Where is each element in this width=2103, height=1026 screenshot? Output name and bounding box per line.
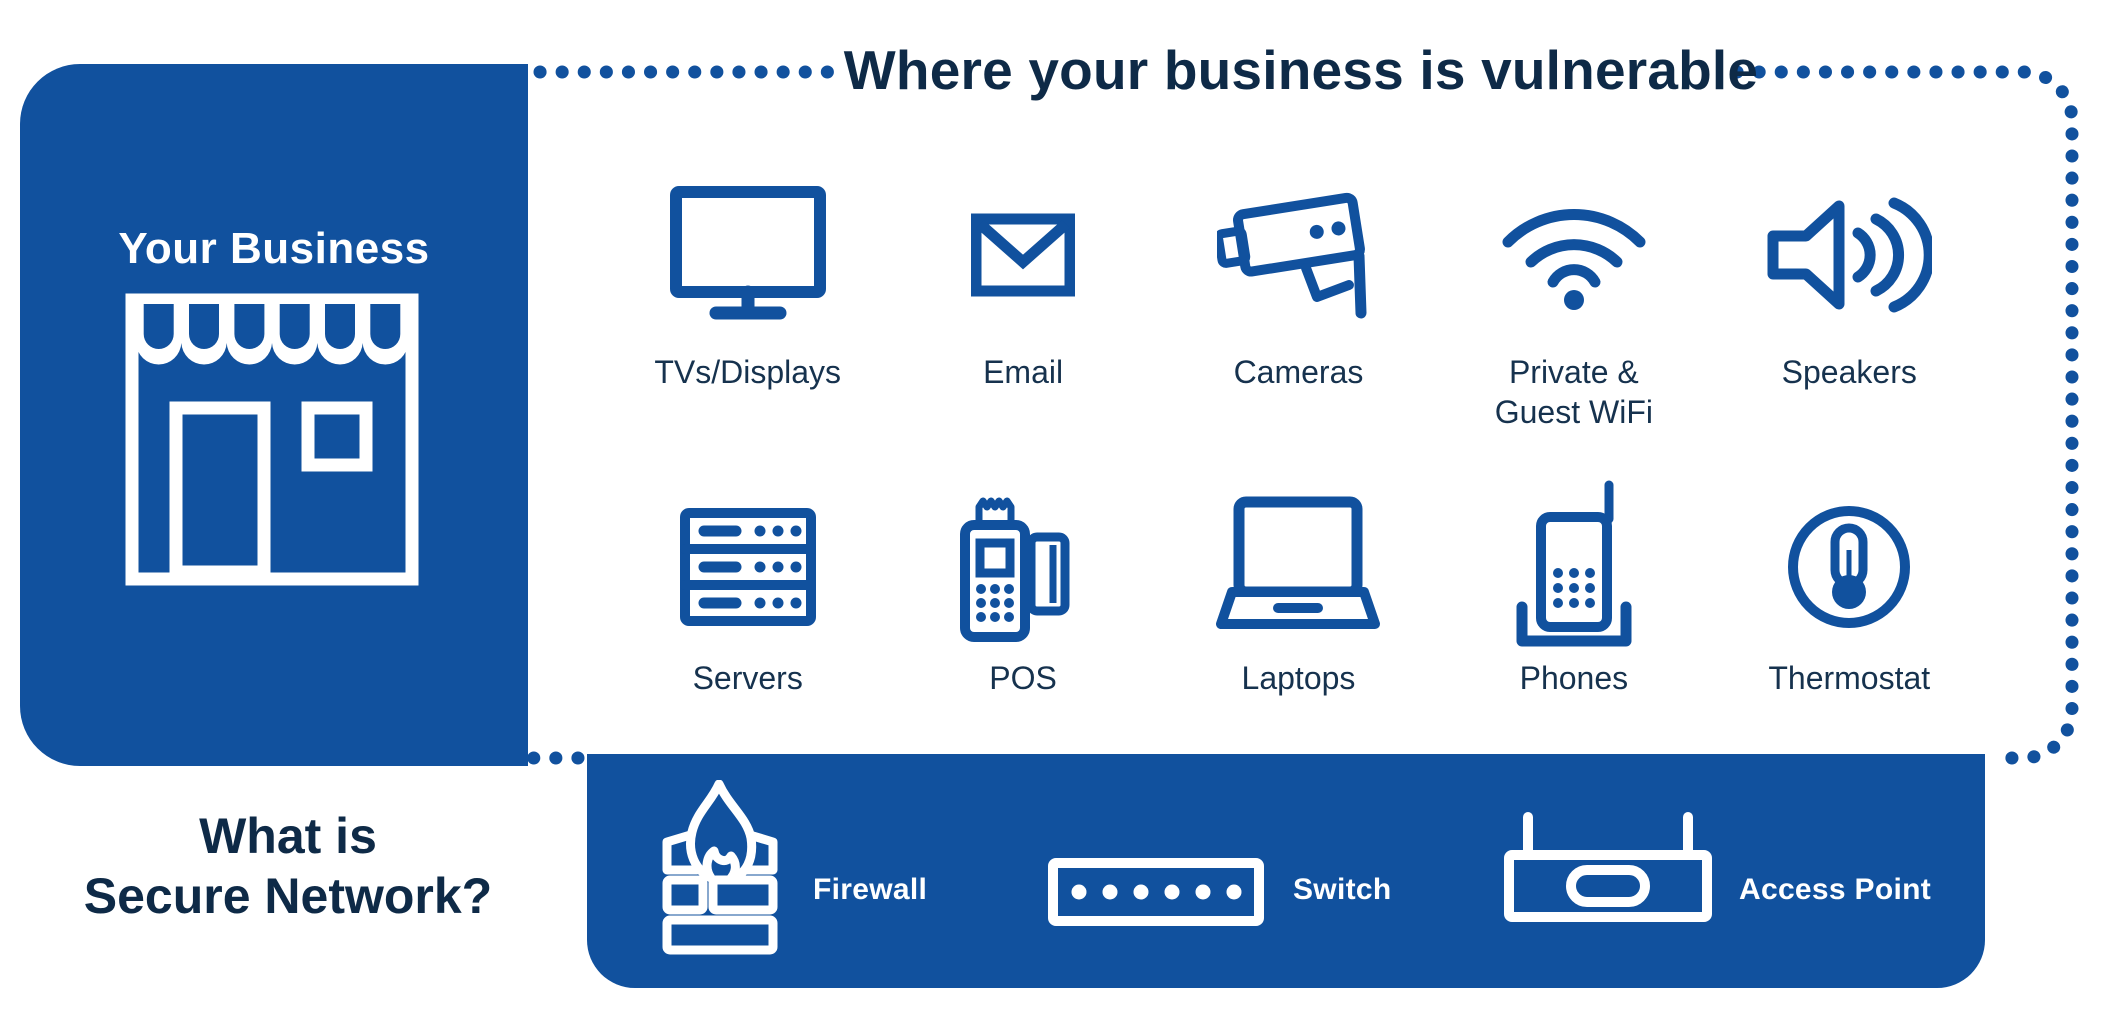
tv-display-cell (610, 180, 885, 330)
device-label: Private & Guest WiFi (1494, 354, 1653, 430)
device-label: Cameras (1233, 354, 1364, 390)
thermostat-icon (1788, 506, 1911, 628)
device-label: Speakers (1781, 354, 1917, 390)
device-label: TVs/Displays (654, 354, 842, 390)
firewall-icon (662, 780, 778, 955)
storefront-door (169, 401, 271, 579)
device-label-row-2: Servers POS Laptops Phones Thermostat (610, 658, 1987, 698)
device-label: Laptops (1241, 660, 1356, 696)
question-line-1: What is (199, 808, 377, 864)
storefront-icon (125, 293, 419, 586)
device-icon-row-1 (610, 180, 1987, 330)
pos-cell (885, 492, 1160, 642)
device-label: POS (989, 660, 1057, 696)
pos-terminal-icon (960, 497, 1070, 642)
business-panel-title: Your Business (118, 224, 430, 273)
device-icon-row-2 (610, 480, 1987, 647)
tv-display-icon (669, 186, 826, 320)
phone-cell (1436, 480, 1711, 647)
secure-network-question: What is Secure Network? (38, 806, 538, 926)
your-business-panel: Your Business (20, 64, 528, 766)
access-point-label: Access Point (1739, 873, 1932, 906)
device-label: Phones (1519, 660, 1629, 696)
switch-label: Switch (1293, 873, 1392, 906)
speaker-icon (1767, 197, 1933, 313)
dotted-top-right-segment (1730, 65, 2079, 765)
vulnerable-section-title: Where your business is vulnerable (843, 39, 1759, 101)
phone-icon (1516, 480, 1632, 647)
email-cell (885, 180, 1160, 330)
camera-cell (1161, 180, 1436, 330)
security-camera-icon (1217, 192, 1367, 319)
device-label: Thermostat (1768, 660, 1931, 696)
server-rack-icon (679, 508, 816, 626)
laptop-icon (1216, 496, 1381, 629)
storefront-window (301, 401, 373, 472)
network-switch-icon (1048, 858, 1264, 926)
wifi-cell (1436, 180, 1711, 330)
thermostat-cell (1712, 492, 1987, 642)
device-label-row-1: TVs/Displays Email Cameras Private & Gue… (610, 352, 1987, 432)
secure-network-bar: Firewall Switch Access Point (587, 754, 1985, 988)
laptop-cell (1161, 492, 1436, 642)
wifi-icon (1502, 209, 1646, 310)
device-label: Servers (692, 660, 803, 696)
question-line-2: Secure Network? (83, 868, 493, 924)
device-label: Email (983, 354, 1064, 390)
access-point-icon (1504, 812, 1712, 922)
servers-cell (610, 492, 885, 642)
firewall-label: Firewall (813, 873, 928, 906)
speaker-cell (1712, 180, 1987, 330)
email-icon (971, 213, 1076, 297)
